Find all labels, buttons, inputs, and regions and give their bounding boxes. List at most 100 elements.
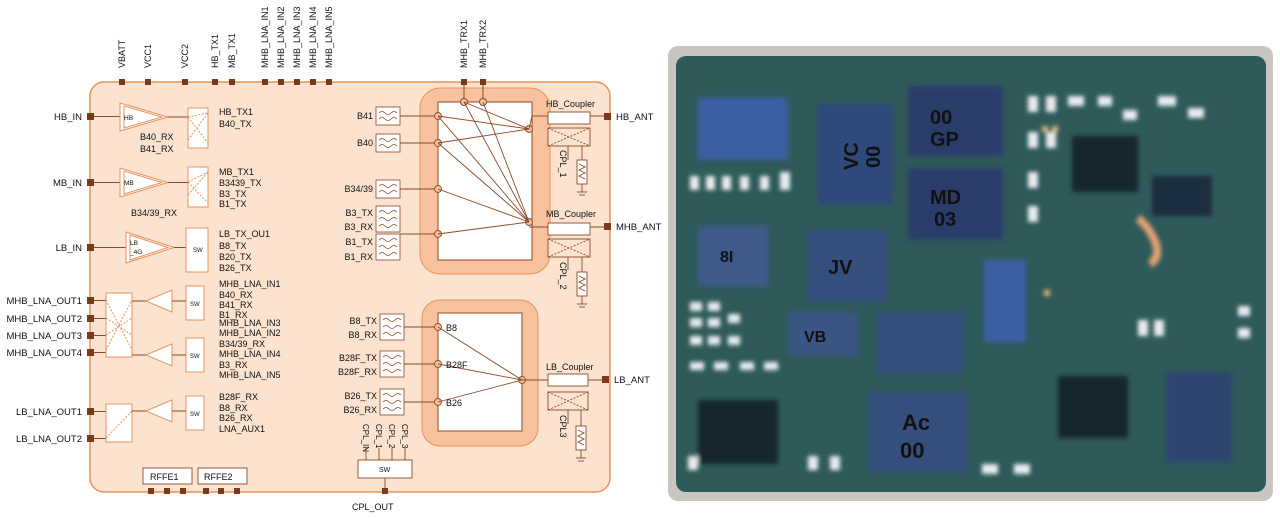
marking-4: 00 <box>863 146 885 168</box>
lna3-signal-3: B26_RX <box>219 413 253 423</box>
marking-2: GP <box>930 129 959 151</box>
chip-dark-1 <box>698 400 778 464</box>
marking-1: 00 <box>930 107 952 129</box>
coupler-label-lb: LB_Coupler <box>546 362 594 372</box>
chip-dark-2 <box>1072 136 1138 192</box>
hb-signal-2: B40_TX <box>219 119 252 129</box>
pa-label-mb: MB <box>124 180 134 187</box>
filter-label-b34-39: B34/39 <box>344 184 373 194</box>
lna1-signal-2: B40_RX <box>219 290 253 300</box>
pin-label-vcc1: VCC1 <box>143 44 153 68</box>
lna2-signal-2: B34/39_RX <box>219 339 265 349</box>
chip-blue-2 <box>984 260 1026 342</box>
pin-label-lb-in: LB_IN <box>56 243 83 254</box>
lna1-signal-4: B1_RX <box>219 310 248 320</box>
switch-label-lb: SW <box>193 248 203 254</box>
lna3-signal-4: LNA_AUX1 <box>219 424 265 434</box>
hb-signal-4: B41_RX <box>140 144 174 154</box>
couplers <box>522 111 607 462</box>
hb-signal-labels: HB_TX1 B40_TX B40_RX B41_RX <box>140 107 253 154</box>
chip-blue-1 <box>698 98 788 160</box>
lb-signal-4: B26_TX <box>219 263 252 273</box>
coupler-label-hb: HB_Coupler <box>546 99 595 109</box>
switch-label-lna2: SW <box>190 354 200 360</box>
chip-6 <box>788 312 858 356</box>
chip-7 <box>876 312 964 374</box>
lna3-signal-labels: B28F_RX B8_RX B26_RX LNA_AUX1 <box>219 392 265 434</box>
chip-3 <box>908 168 1003 240</box>
filter-label-b3-tx: B3_TX <box>345 208 373 218</box>
cpl-out-label: CPL_OUT <box>352 502 394 512</box>
chip-5 <box>808 230 888 302</box>
pin-label-hb-tx1: HB_TX1 <box>210 34 220 68</box>
chip-8 <box>868 392 968 472</box>
copper-trace <box>1135 214 1162 268</box>
filter-label-b41: B41 <box>357 111 373 121</box>
chip-blue-3 <box>1166 372 1232 462</box>
pa-output-switches <box>185 107 209 431</box>
filter-label-b28f-rx: B28F_RX <box>338 367 377 377</box>
switch-node-b26: B26 <box>446 398 462 408</box>
hb-signal-1: HB_TX1 <box>219 107 253 117</box>
lb-signal-2: B8_TX <box>219 241 247 251</box>
passive-components <box>688 96 1250 474</box>
pa-label-lb-4g: _4G <box>129 249 142 256</box>
lna1-signal-labels: MHB_LNA_IN1 B40_RX B41_RX B1_RX MHB_LNA_… <box>219 279 281 328</box>
switch-label-lna1: SW <box>190 302 200 308</box>
module-photo: 00 GP VC 00 MD 03 JV 8I VB Ac 00 <box>668 46 1273 501</box>
lb-signal-1: LB_TX_OU1 <box>219 229 270 239</box>
lna2-signal-4: B3_RX <box>219 360 248 370</box>
cpl-sw-input-3: CPL_2 <box>387 424 396 449</box>
pin-label-hb-ant: HB_ANT <box>616 112 654 123</box>
mb-signal-labels: MB_TX1 B3439_TX B3_TX B1_TX B34/39_RX <box>131 167 262 218</box>
filter-label-b26-tx: B26_TX <box>344 391 377 401</box>
lb-signal-3: B20_TX <box>219 252 252 262</box>
rffe1-label: RFFE1 <box>150 472 179 482</box>
pin-label-mhb-ant: MHB_ANT <box>616 222 662 233</box>
pin-label-mb-tx1: MB_TX1 <box>227 33 237 68</box>
lna3-signal-2: B8_RX <box>219 403 248 413</box>
mb-signal-2: B3439_TX <box>219 178 262 188</box>
module-block-diagram: VBATT VCC1 VCC2 HB_TX1 MB_TX1 MHB_LNA_IN… <box>7 6 662 512</box>
rffe2-label: RFFE2 <box>204 472 233 482</box>
filter-label-b3-rx: B3_RX <box>344 222 373 232</box>
chip-dark-3 <box>1152 176 1212 216</box>
pin-label-hb-in: HB_IN <box>54 112 82 123</box>
filter-label-b28f-tx: B28F_TX <box>339 353 377 363</box>
mb-signal-3: B3_TX <box>219 189 247 199</box>
chip-dark-4 <box>1058 376 1128 438</box>
lna1-signal-3: B41_RX <box>219 300 253 310</box>
chip-1 <box>818 104 893 204</box>
pin-label-mb-in: MB_IN <box>53 178 82 189</box>
top-pins: VBATT VCC1 VCC2 HB_TX1 MB_TX1 MHB_LNA_IN… <box>117 6 488 85</box>
lna2-signal-labels: MHB_LNA_IN2 B34/39_RX MHB_LNA_IN4 B3_RX … <box>219 328 281 380</box>
filter-label-b8-rx: B8_RX <box>348 330 377 340</box>
marking-3: VC <box>841 142 863 170</box>
power-amplifiers <box>119 102 188 264</box>
mb-signal-1: MB_TX1 <box>219 167 254 177</box>
filter-label-b40: B40 <box>357 138 373 148</box>
pin-label-mhb-lna-in5: MHB_LNA_IN5 <box>324 6 334 68</box>
marking-10: Ac <box>902 410 930 435</box>
chip-4 <box>698 226 768 286</box>
marking-8: 8I <box>720 249 733 266</box>
coupler-label-mb: MB_Coupler <box>546 209 596 219</box>
switch-label-lna3: SW <box>190 412 200 418</box>
filter-label-b1-rx: B1_RX <box>344 252 373 262</box>
marking-11: 00 <box>900 438 924 463</box>
marking-7: JV <box>828 257 853 279</box>
switch-node-b8: B8 <box>446 323 457 333</box>
pin-label-mhb-lna-in4: MHB_LNA_IN4 <box>308 6 318 68</box>
hb-signal-3: B40_RX <box>140 132 174 142</box>
lna1-signal-5: MHB_LNA_IN3 <box>219 318 281 328</box>
mb-signal-4: B1_TX <box>219 199 247 209</box>
rffe-blocks: RFFE1 RFFE2 <box>142 467 248 494</box>
pin-label-mhb-trx1: MHB_TRX1 <box>459 20 469 68</box>
switch-node-b28f: B28F <box>446 360 468 370</box>
filter-label-b26-rx: B26_RX <box>343 405 377 415</box>
cpl-label-3: CPL3 <box>558 415 568 438</box>
chip-2 <box>908 86 1003 156</box>
cpl-sw-input-2: CPL_1 <box>374 424 383 449</box>
lb-signal-labels: LB_TX_OU1 B8_TX B20_TX B26_TX <box>219 229 270 273</box>
marking-9: VB <box>804 329 826 346</box>
